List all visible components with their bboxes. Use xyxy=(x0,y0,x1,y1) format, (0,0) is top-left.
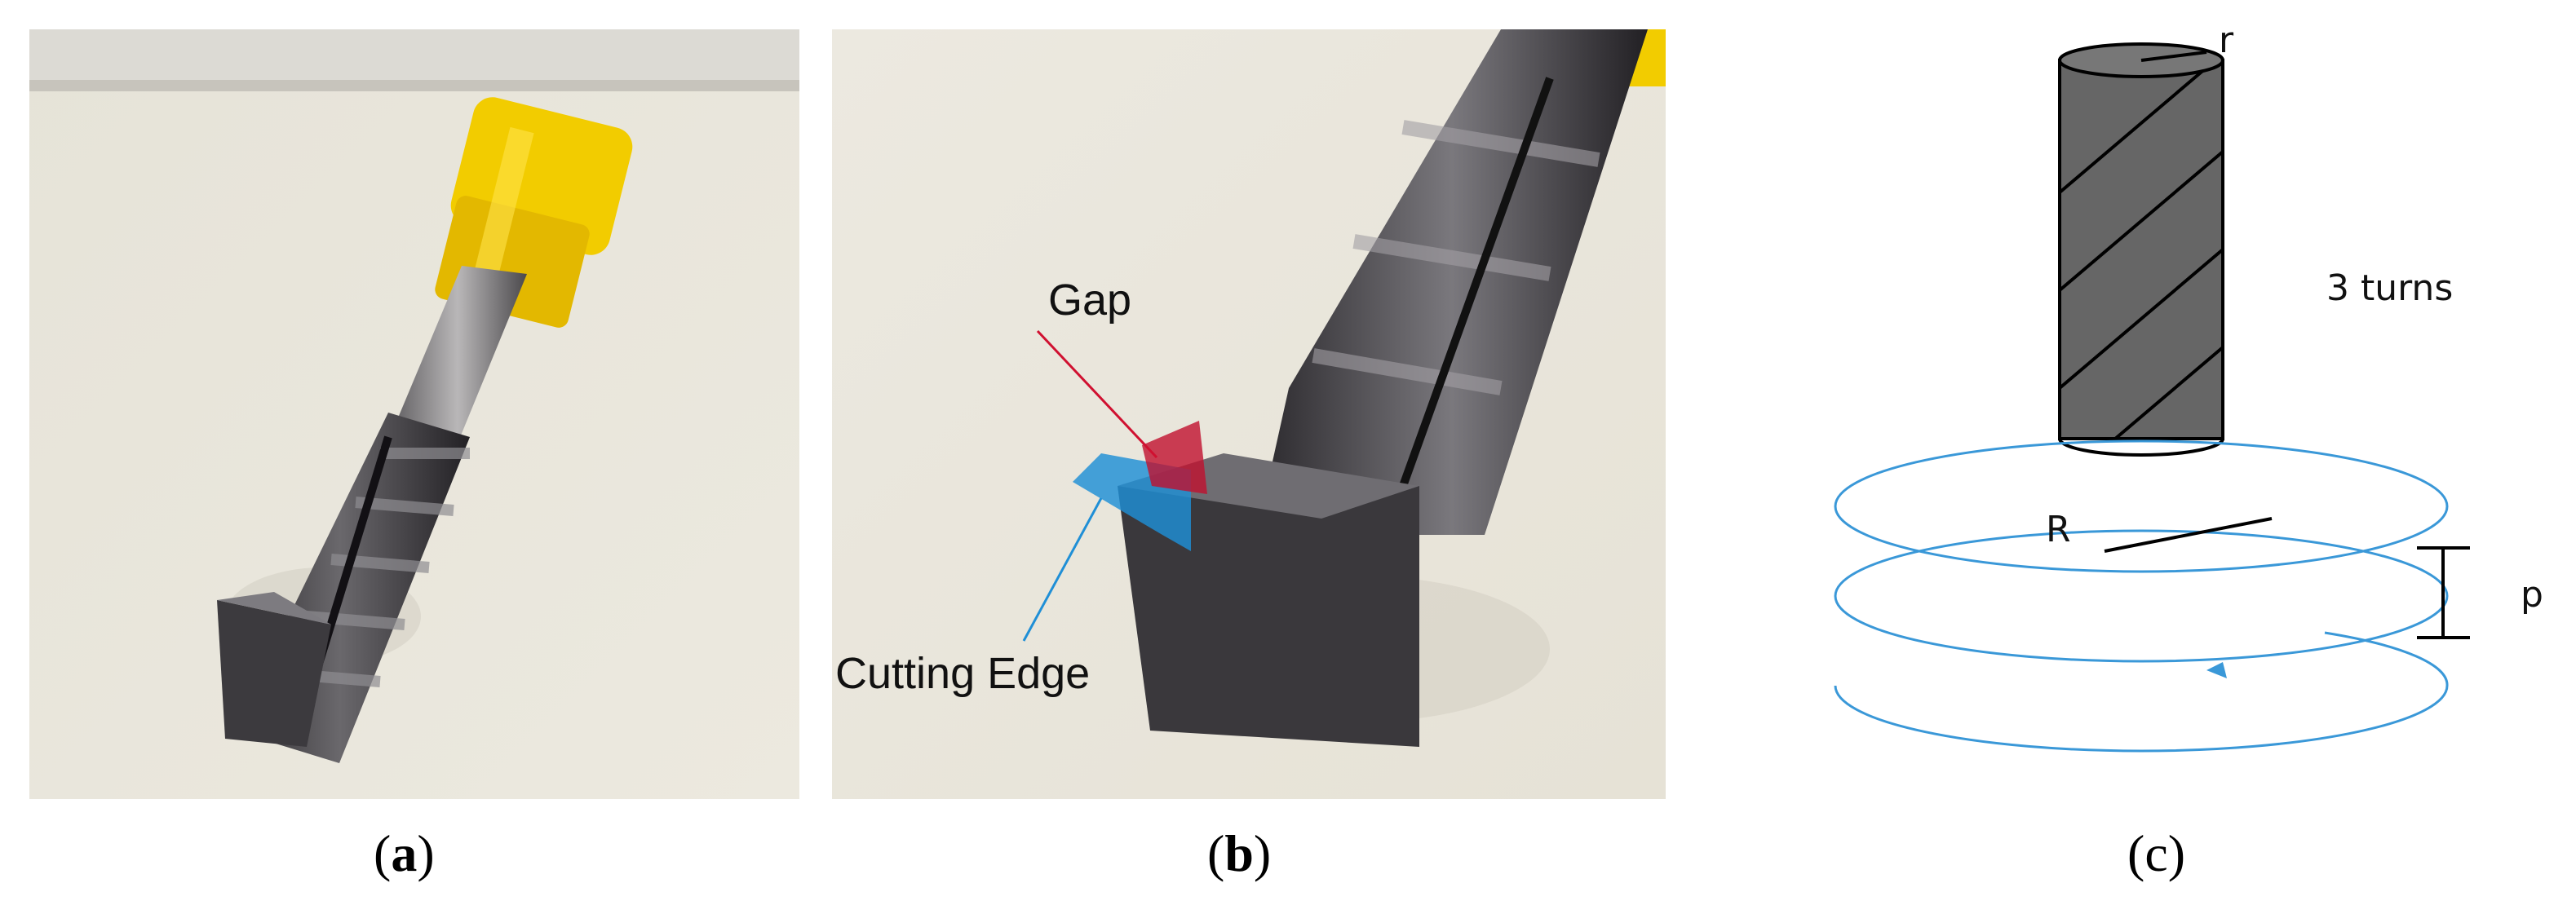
end-mill-photo-a xyxy=(29,29,799,799)
end-mill-photo-b: Gap Cutting Edge xyxy=(832,29,1666,799)
helix-diagram: r 3 turns R p xyxy=(1834,29,2543,753)
cutting-edge-leader-line xyxy=(1022,497,1103,642)
cutting-edge-label: Cutting Edge xyxy=(835,649,1090,698)
pitch-label: p xyxy=(2521,574,2543,616)
tool-radius-line xyxy=(2140,51,2207,62)
caption-a: (a) xyxy=(374,824,435,882)
tool-radius-label: r xyxy=(2219,29,2234,61)
tool-cylinder xyxy=(2058,42,2224,457)
helix-direction-arrow xyxy=(2206,662,2227,678)
helix-radius-label: R xyxy=(2046,509,2071,550)
fluted-body xyxy=(1256,29,1648,535)
caption-c: (c) xyxy=(2127,824,2186,882)
caption-b: (b) xyxy=(1207,824,1272,882)
photo-panel-a xyxy=(29,29,799,799)
gap-label: Gap xyxy=(1048,276,1131,325)
gap-highlight xyxy=(1142,421,1207,494)
turns-label: 3 turns xyxy=(2326,267,2453,309)
pitch-bracket xyxy=(2417,546,2470,639)
gap-leader-line xyxy=(1036,329,1158,459)
diagram-panel-c: r 3 turns R p xyxy=(1697,29,2576,828)
helix-path xyxy=(1834,439,2449,753)
photo-panel-b: Gap Cutting Edge xyxy=(832,29,1666,799)
helix-radius-line xyxy=(2104,517,2273,553)
